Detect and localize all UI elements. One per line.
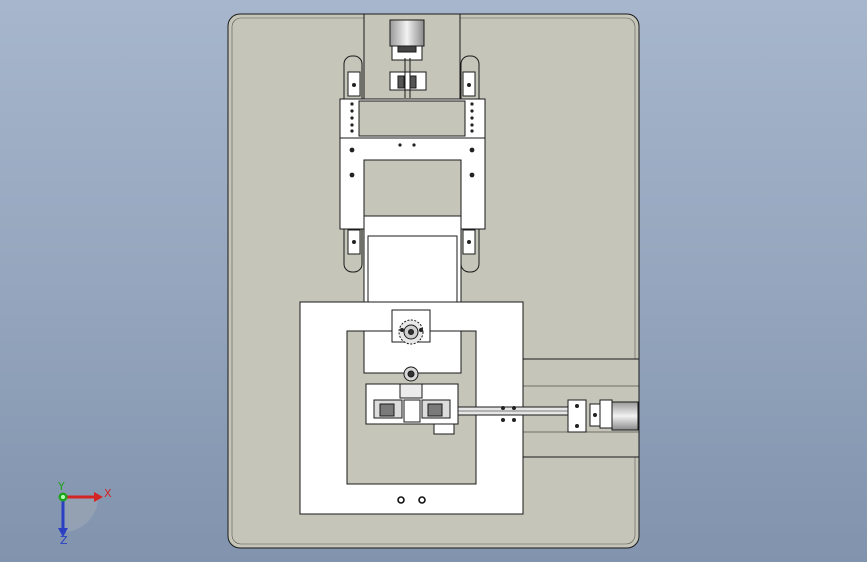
coordinate-triad[interactable]: X Y Z bbox=[57, 480, 112, 547]
x-axis-label: X bbox=[104, 487, 112, 500]
drive-gear[interactable] bbox=[391, 309, 431, 345]
y-axis-label: Y bbox=[57, 480, 65, 493]
bottom-screws bbox=[397, 496, 426, 504]
x-axis-motor[interactable] bbox=[611, 401, 639, 431]
y-axis-motor[interactable] bbox=[389, 19, 427, 98]
main-carriage[interactable] bbox=[339, 98, 486, 230]
gripper-assembly[interactable] bbox=[365, 366, 459, 435]
fasteners bbox=[349, 83, 597, 428]
z-axis-label: Z bbox=[60, 534, 68, 547]
